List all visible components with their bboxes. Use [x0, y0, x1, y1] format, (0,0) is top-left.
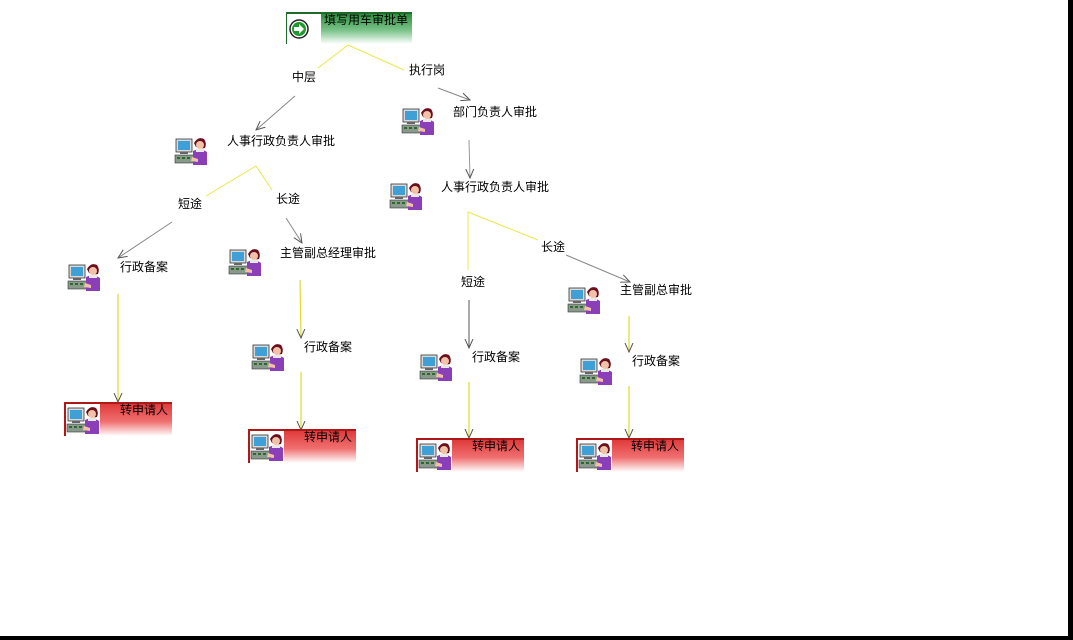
connector-long-vp-right[interactable]	[565, 254, 630, 282]
edge-label-middle: 中层	[292, 70, 317, 84]
user-icon[interactable]	[419, 351, 453, 383]
connector-dept-hr-right[interactable]	[469, 139, 470, 178]
node-admin-filing-3[interactable]: 行政备案	[472, 350, 521, 364]
node-admin-filing-2[interactable]: 行政备案	[304, 340, 353, 354]
node-vp-right[interactable]: 主管副总审批	[620, 283, 693, 297]
user-icon[interactable]	[389, 180, 423, 212]
user-icon[interactable]	[401, 105, 435, 137]
connector-hr-right-long[interactable]	[467, 211, 539, 241]
user-icon	[250, 431, 284, 463]
user-icon[interactable]	[67, 261, 101, 293]
edge-label-short-left: 短途	[178, 197, 203, 211]
connector-start-middle[interactable]	[317, 44, 349, 69]
end-node-1-label: 转申请人	[120, 403, 169, 417]
node-admin-filing-1[interactable]: 行政备案	[120, 260, 169, 274]
connector-short-filing-1[interactable]	[118, 221, 173, 258]
user-icon[interactable]	[567, 284, 601, 316]
start-node-label: 填写用车审批单	[324, 13, 409, 27]
edge-label-long-right: 长途	[541, 240, 566, 254]
connector-long-vp-left[interactable]	[285, 217, 302, 243]
user-icon[interactable]	[174, 135, 208, 167]
connector-exec-dept[interactable]	[437, 87, 470, 100]
user-icon[interactable]	[228, 246, 262, 278]
edge-label-executive: 执行岗	[409, 63, 446, 77]
end-node-3-label: 转申请人	[472, 439, 521, 453]
edge-label-short-right: 短途	[461, 275, 486, 289]
node-hr-admin-left[interactable]: 人事行政负责人审批	[227, 134, 336, 148]
arrow-right-circle-icon	[289, 19, 309, 39]
user-icon[interactable]	[579, 355, 613, 387]
start-icon-frame	[287, 14, 321, 44]
node-vp-left[interactable]: 主管副总经理审批	[280, 246, 377, 260]
connector-hr-left-long[interactable]	[255, 165, 273, 191]
connector-middle-hr-left[interactable]	[256, 95, 296, 130]
node-hr-admin-right[interactable]: 人事行政负责人审批	[441, 180, 550, 194]
edge-label-long-left: 长途	[276, 192, 301, 206]
end-node-4-label: 转申请人	[631, 439, 680, 453]
node-admin-filing-4[interactable]: 行政备案	[632, 354, 681, 368]
end-node-2-label: 转申请人	[304, 430, 353, 444]
user-icon	[66, 404, 100, 436]
user-icon[interactable]	[251, 341, 285, 373]
connector-hr-left-short[interactable]	[205, 165, 257, 197]
node-dept-head[interactable]: 部门负责人审批	[453, 105, 538, 119]
connector-start-exec[interactable]	[347, 44, 405, 71]
user-icon	[418, 440, 452, 472]
connector-vp-left-filing-2[interactable]	[300, 279, 301, 338]
user-icon	[578, 440, 612, 472]
